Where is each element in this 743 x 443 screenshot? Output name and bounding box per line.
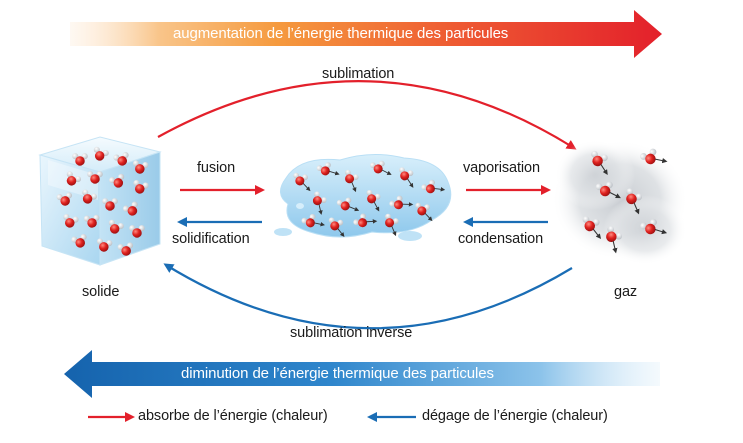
water-molecule-icon [399, 167, 414, 188]
condensation-label: condensation [458, 231, 544, 247]
water-molecule-icon [606, 226, 623, 254]
water-molecule-icon [123, 201, 138, 216]
legend-absorb-label: absorbe de l’énergie (chaleur) [138, 408, 328, 424]
sublimation-label: sublimation [322, 66, 395, 82]
solid-state-label: solide [82, 284, 120, 300]
water-molecule-icon [71, 234, 87, 248]
water-molecule-icon [109, 173, 125, 188]
water-molecule-icon [316, 162, 340, 176]
water-molecule-icon [56, 192, 73, 206]
fusion-label: fusion [197, 160, 236, 176]
water-molecule-icon [389, 195, 414, 210]
water-molecule-icon [66, 171, 82, 186]
water-molecule-icon [640, 148, 668, 165]
water-molecule-icon [113, 152, 129, 166]
sublimation-inverse-label: sublimation inverse [290, 325, 413, 341]
water-molecule-icon [366, 189, 381, 212]
water-molecule-icon [293, 172, 311, 192]
water-molecule-icon [133, 180, 149, 194]
water-molecule-icon [415, 202, 433, 222]
vaporisation-label: vaporisation [463, 160, 540, 176]
water-molecule-icon [328, 217, 345, 238]
sublimation-arrow [157, 80, 577, 150]
water-molecule-icon [63, 214, 79, 228]
water-molecule-icon [301, 213, 325, 228]
water-molecule-icon [132, 160, 149, 174]
water-molecule-icon [72, 153, 88, 166]
water-molecule-icon [117, 242, 134, 256]
energy-increase-banner [70, 10, 662, 58]
steam-cloud-illustration [552, 140, 688, 265]
water-molecule-icon [82, 189, 97, 204]
water-molecule-icon [129, 225, 145, 238]
water-molecule-icon [353, 213, 378, 228]
water-molecule-icon [385, 213, 399, 237]
water-molecule-icon [96, 238, 113, 252]
energy-decrease-banner [64, 350, 660, 398]
water-molecule-icon [312, 191, 327, 215]
sublimation-inverse-arrow [163, 263, 573, 330]
water-molecule-icon [336, 197, 360, 212]
water-molecule-icon [83, 214, 100, 228]
solidification-label: solidification [172, 231, 250, 247]
legend-release-label: dégage de l’énergie (chaleur) [422, 408, 608, 424]
water-molecule-icon [591, 150, 608, 175]
water-molecule-icon [626, 188, 643, 215]
ice-cube-illustration [38, 136, 162, 266]
water-molecule-icon [595, 181, 621, 199]
water-molecule-icon [102, 198, 118, 211]
water-molecule-icon [345, 169, 359, 193]
water-molecule-icon [582, 216, 602, 240]
top-banner-text: augmentation de l’énergie thermique des … [173, 25, 509, 42]
water-molecule-icon [370, 160, 392, 175]
water-molecule-icon [421, 179, 446, 194]
gas-state-label: gaz [614, 284, 638, 300]
bottom-banner-text: diminution de l’énergie thermique des pa… [181, 365, 494, 382]
water-molecule-icon [108, 219, 124, 234]
water-molecule-icon [87, 171, 103, 184]
water-puddle-illustration [274, 153, 452, 241]
water-molecule-icon [640, 218, 668, 235]
water-molecule-icon [93, 146, 109, 161]
